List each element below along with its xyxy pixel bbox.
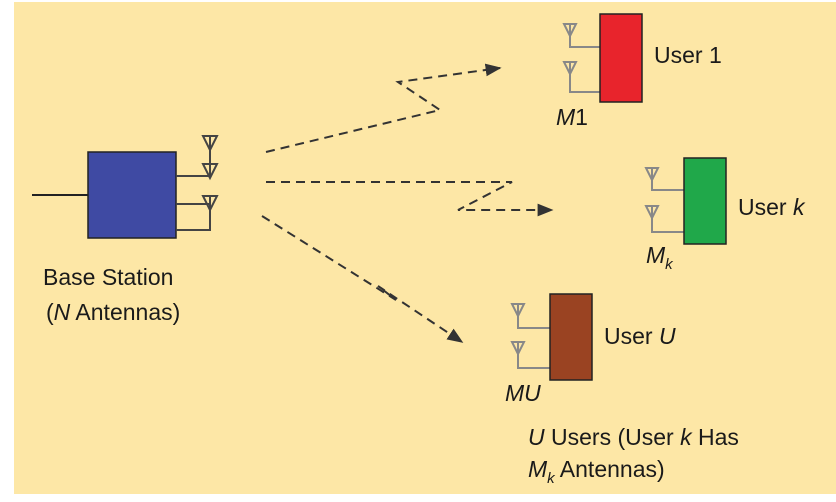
caption-line-1: U Users (User k Has bbox=[528, 424, 739, 450]
user-k-antennas bbox=[644, 167, 684, 233]
base-station-label: Base Station bbox=[43, 264, 173, 292]
base-station-antenna-count: (N Antennas) bbox=[46, 299, 181, 325]
user-1-box bbox=[599, 13, 643, 103]
link-to-user-u bbox=[261, 215, 464, 343]
user-u-antenna-label: MU bbox=[505, 380, 541, 406]
link-to-user-k bbox=[266, 181, 554, 217]
caption-line-2: Mk Antennas) bbox=[528, 456, 665, 487]
user-k-box bbox=[683, 157, 727, 245]
base-station-antennas-word: Antennas bbox=[75, 299, 173, 325]
base-station-line1: Base Station bbox=[43, 264, 174, 290]
user-u-box bbox=[549, 293, 593, 381]
base-station-box bbox=[87, 151, 177, 239]
user-k-label: User k bbox=[738, 194, 805, 220]
user-k-antenna-label: Mk bbox=[646, 242, 673, 273]
diagram-background bbox=[14, 2, 836, 494]
base-station-n: N bbox=[53, 299, 71, 325]
user-u-antennas bbox=[510, 303, 550, 369]
user-1-antenna-label: M1 bbox=[556, 104, 588, 130]
link-to-user-1 bbox=[265, 63, 502, 153]
base-station-antennas bbox=[176, 135, 219, 231]
user-1-label: User 1 bbox=[654, 42, 722, 68]
user-1-antennas bbox=[562, 23, 600, 93]
user-u-label: User U bbox=[604, 323, 676, 349]
